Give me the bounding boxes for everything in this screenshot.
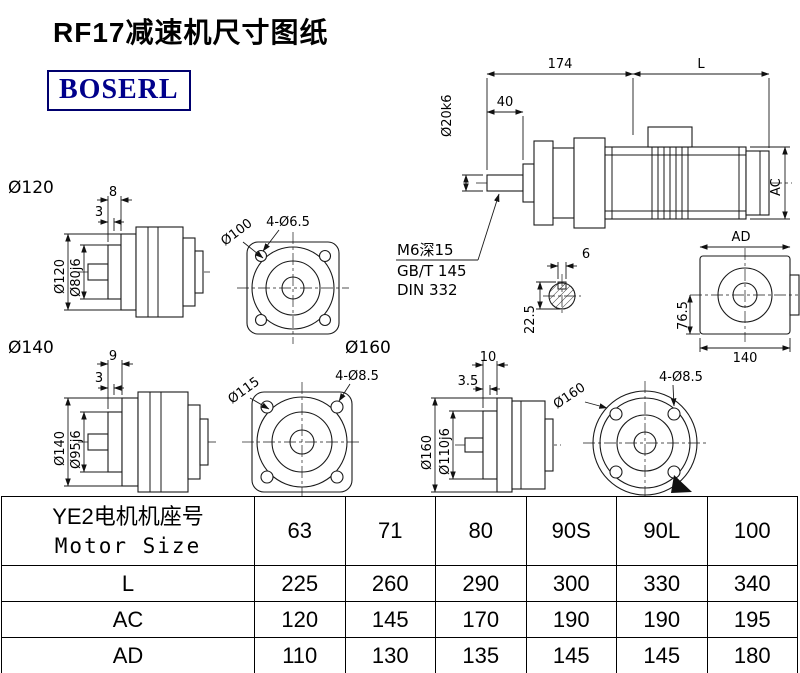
size-column-header: 80 bbox=[435, 496, 527, 566]
table-cell: 190 bbox=[525, 601, 617, 638]
table-cell: 195 bbox=[706, 601, 798, 638]
motor-size-header-cn: YE2电机机座号 bbox=[52, 504, 204, 529]
output-flange-top-view: AD 76.5 140 bbox=[676, 230, 800, 366]
view-120-side: 8 3 Ø120 Ø80j6 bbox=[53, 185, 210, 318]
dim-174: 174 bbox=[548, 57, 573, 72]
dim-flange-140: Ø140 bbox=[53, 431, 68, 466]
brand-logo: BOSERL bbox=[47, 70, 191, 111]
dim-3: 3 bbox=[95, 205, 103, 220]
dim-shaft-diameter: Ø20k6 bbox=[440, 94, 455, 137]
note-gbt145: GB/T 145 bbox=[397, 262, 467, 280]
dim-L: L bbox=[697, 57, 705, 72]
table-cell: 340 bbox=[706, 565, 798, 602]
dim-8: 8 bbox=[109, 185, 117, 200]
view-115-front: 4-Ø8.5 Ø115 bbox=[226, 369, 379, 497]
table-header-row: YE2电机机座号 Motor Size 63 71 80 90S 90L 100 bbox=[1, 496, 798, 566]
technical-drawing: 174 L 40 Ø20k6 AC M6深15 GB/T 145 DIN 332 bbox=[8, 57, 800, 497]
dim-3-5: 3.5 bbox=[458, 374, 479, 389]
main-assembly-view bbox=[476, 126, 792, 229]
table-row-AC: AC 120 145 170 190 190 195 bbox=[1, 601, 798, 638]
table-cell: 110 bbox=[254, 637, 346, 673]
table-row-AD: AD 110 130 135 145 145 180 bbox=[1, 637, 798, 673]
size-column-header: 71 bbox=[344, 496, 436, 566]
motor-size-header-en: Motor Size bbox=[54, 534, 202, 558]
main-dimensions: 174 L 40 Ø20k6 AC bbox=[440, 57, 790, 220]
page-title: RF17减速机尺寸图纸 bbox=[53, 17, 329, 48]
note-m6: M6深15 bbox=[397, 241, 454, 259]
section-marker bbox=[671, 475, 692, 493]
shaft-section-view: 6 22.5 bbox=[523, 247, 590, 334]
dimension-table-section: YE2电机机座号 Motor Size 63 71 80 90S 90L 100… bbox=[1, 496, 799, 673]
table-cell: 225 bbox=[254, 565, 346, 602]
row-label-AC: AC bbox=[1, 601, 255, 638]
dim-holes-6-5: 4-Ø6.5 bbox=[266, 215, 310, 230]
dim-spigot-95j6: Ø95j6 bbox=[69, 430, 84, 469]
dim-key-width: 6 bbox=[582, 247, 590, 262]
table-cell: 170 bbox=[435, 601, 527, 638]
dim-AD: AD bbox=[732, 230, 751, 245]
dim-spigot-110j6: Ø110j6 bbox=[438, 428, 453, 475]
table-cell: 300 bbox=[525, 565, 617, 602]
dimension-table: YE2电机机座号 Motor Size 63 71 80 90S 90L 100… bbox=[1, 496, 798, 673]
view160-label: Ø160 bbox=[345, 338, 391, 358]
dim-holes-8-5: 4-Ø8.5 bbox=[659, 370, 703, 385]
dim-flange-160: Ø160 bbox=[420, 435, 435, 470]
table-row-L: L 225 260 290 300 330 340 bbox=[1, 565, 798, 602]
dim-10: 10 bbox=[480, 350, 497, 365]
size-column-header: 100 bbox=[706, 496, 798, 566]
table-cell: 145 bbox=[525, 637, 617, 673]
table-cell: 145 bbox=[616, 637, 708, 673]
table-cell: 330 bbox=[616, 565, 708, 602]
table-cell: 180 bbox=[706, 637, 798, 673]
dim-holes-8-5: 4-Ø8.5 bbox=[335, 369, 379, 384]
view-140-side: 9 3 Ø140 Ø95j6 bbox=[53, 349, 216, 493]
view-160-front: Ø160 4-Ø8.5 bbox=[551, 370, 707, 497]
dim-AC: AC bbox=[769, 178, 784, 196]
table-cell: 290 bbox=[435, 565, 527, 602]
motor-size-header: YE2电机机座号 Motor Size bbox=[1, 496, 255, 566]
table-cell: 260 bbox=[344, 565, 436, 602]
table-cell: 120 bbox=[254, 601, 346, 638]
dim-pilot-160: Ø160 bbox=[551, 380, 588, 412]
shaft-tap-notes: M6深15 GB/T 145 DIN 332 bbox=[396, 193, 500, 299]
view-100-front: 4-Ø6.5 Ø100 bbox=[218, 215, 349, 344]
terminal-box bbox=[647, 126, 693, 148]
dim-140: 140 bbox=[733, 351, 758, 366]
size-column-header: 63 bbox=[254, 496, 346, 566]
view120-label: Ø120 bbox=[8, 178, 54, 198]
dim-40: 40 bbox=[497, 95, 514, 110]
size-column-header: 90L bbox=[616, 496, 708, 566]
dim-9: 9 bbox=[109, 349, 117, 364]
table-cell: 145 bbox=[344, 601, 436, 638]
dim-key-depth: 22.5 bbox=[523, 305, 538, 334]
size-column-header: 90S bbox=[525, 496, 617, 566]
row-label-L: L bbox=[1, 565, 255, 602]
dim-76-5: 76.5 bbox=[676, 301, 691, 330]
table-cell: 130 bbox=[344, 637, 436, 673]
note-din332: DIN 332 bbox=[397, 281, 458, 299]
fan-cover bbox=[745, 150, 770, 216]
dim-3: 3 bbox=[95, 371, 103, 386]
view-160-side: 10 3.5 Ø160 Ø110j6 bbox=[420, 350, 561, 493]
row-label-AD: AD bbox=[1, 637, 255, 673]
dim-pilot-100: Ø100 bbox=[218, 216, 255, 249]
dim-flange-120: Ø120 bbox=[53, 259, 68, 294]
view140-label: Ø140 bbox=[8, 338, 54, 358]
dim-spigot-80j6: Ø80j6 bbox=[69, 258, 84, 297]
table-cell: 190 bbox=[616, 601, 708, 638]
table-cell: 135 bbox=[435, 637, 527, 673]
